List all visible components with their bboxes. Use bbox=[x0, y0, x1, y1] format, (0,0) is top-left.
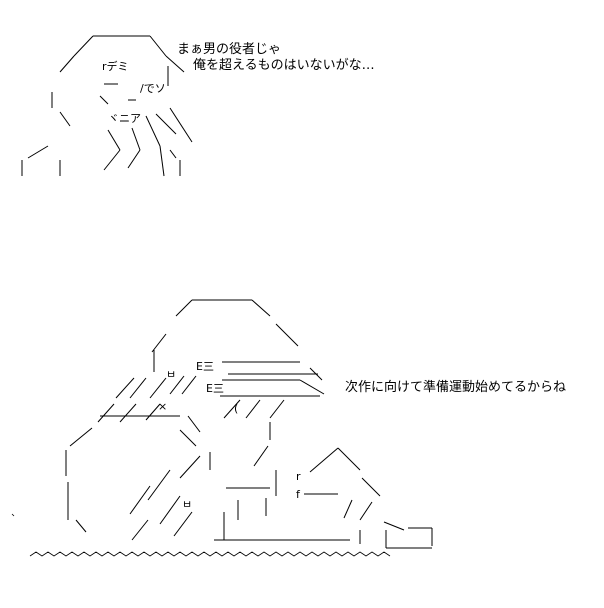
bottom-side-glyph-a: r bbox=[296, 470, 301, 483]
ground-grass-line bbox=[11, 513, 391, 557]
bottom-character-figure bbox=[65, 299, 433, 549]
top-caption-line-1: まぁ男の役者じゃ bbox=[177, 42, 282, 57]
bottom-eq-glyph-1: E三 bbox=[196, 360, 214, 373]
bottom-speech-caption: 次作に向けて準備運動始めてるからね bbox=[345, 380, 566, 396]
bottom-side-glyph-b: f bbox=[296, 488, 301, 501]
top-speech-caption: まぁ男の役者じゃ 俺を超えるものはいないがな… bbox=[177, 42, 375, 74]
bottom-cross-glyph: × bbox=[158, 400, 167, 413]
bottom-caption-line: 次作に向けて準備運動始めてるからね bbox=[345, 380, 567, 395]
top-caption-line-2: 俺を超えるものはいないがな… bbox=[193, 58, 375, 73]
bottom-paren-glyph: ( bbox=[234, 402, 238, 415]
top-mouth-glyph: ヾニア bbox=[108, 112, 141, 125]
bottom-eq-glyph-2: E三 bbox=[206, 382, 224, 395]
top-eye-left-glyph: rデミ bbox=[102, 59, 129, 73]
bottom-mark-glyph-a: ㅂ bbox=[166, 368, 176, 381]
bottom-mark-glyph-b: ㅂ bbox=[182, 498, 192, 511]
top-character-figure bbox=[21, 35, 193, 177]
top-eye-right-glyph: /でソ bbox=[140, 82, 166, 95]
